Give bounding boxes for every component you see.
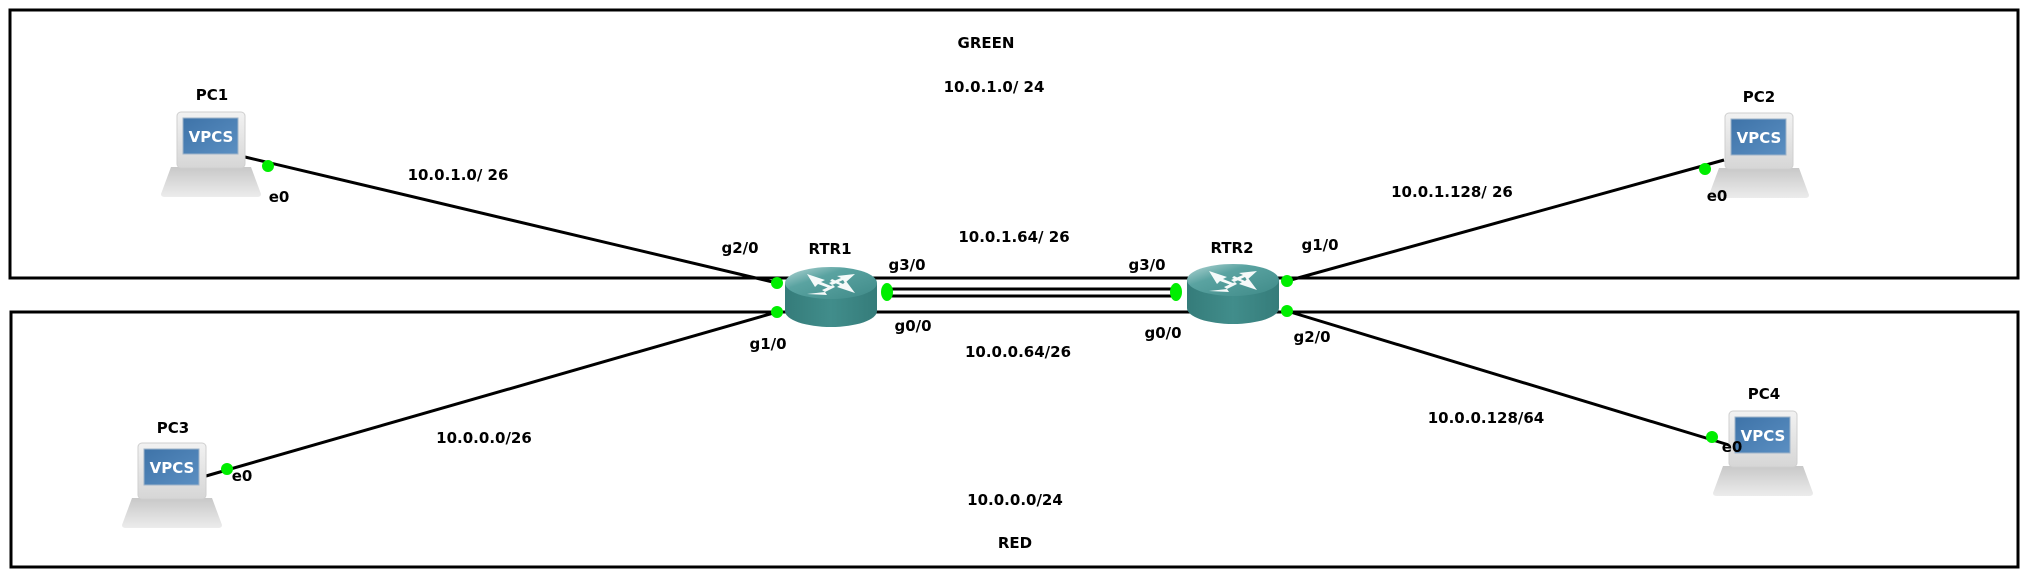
router-icon: [785, 267, 877, 327]
svg-text:VPCS: VPCS: [1737, 129, 1782, 147]
port-label: g2/0: [1293, 328, 1330, 346]
port-status-dot[interactable]: [1699, 163, 1711, 175]
link-subnet-label: 10.0.1.0/ 26: [408, 166, 509, 184]
zone-red[interactable]: [9, 310, 2020, 569]
node-label: RTR2: [1210, 239, 1253, 257]
link-rtr2-pc4[interactable]: [1286, 309, 1730, 447]
port-status-dot[interactable]: [771, 306, 783, 318]
port-label: g0/0: [1144, 324, 1181, 342]
port-status-dot[interactable]: [1281, 305, 1293, 317]
svg-text:VPCS: VPCS: [150, 459, 195, 477]
port-status-dot[interactable]: [771, 277, 783, 289]
node-pc1[interactable]: PC1 VPCS: [160, 86, 262, 198]
link-pc1-rtr1[interactable]: [244, 155, 778, 285]
node-label: RTR1: [808, 240, 851, 258]
node-pc2[interactable]: PC2 VPCS: [1708, 88, 1810, 199]
vpcs-icon: VPCS: [160, 111, 262, 198]
node-pc3[interactable]: PC3 VPCS: [121, 419, 223, 529]
link-subnet-label: 10.0.1.128/ 26: [1391, 183, 1513, 201]
zone-green[interactable]: [8, 8, 2020, 280]
node-rtr1[interactable]: RTR1: [785, 240, 877, 327]
link-pc3-rtr1[interactable]: [205, 310, 778, 478]
port-label: g2/0: [721, 239, 758, 257]
zone-name-label: GREEN: [958, 34, 1015, 52]
svg-text:VPCS: VPCS: [1741, 427, 1786, 445]
port-label: e0: [1707, 187, 1728, 205]
node-label: PC4: [1748, 385, 1780, 403]
port-label: g3/0: [888, 256, 925, 274]
port-status-dot[interactable]: [1281, 275, 1293, 287]
port-label: e0: [1722, 438, 1743, 456]
port-status-dot[interactable]: [1170, 283, 1182, 301]
zone-subnet-label: 10.0.1.0/ 24: [944, 78, 1045, 96]
port-status-dot[interactable]: [221, 463, 233, 475]
node-rtr2[interactable]: RTR2: [1187, 239, 1279, 324]
link-subnet-label: 10.0.0.64/26: [965, 343, 1071, 361]
node-label: PC1: [196, 86, 228, 104]
svg-text:VPCS: VPCS: [189, 128, 234, 146]
vpcs-icon: VPCS: [1708, 112, 1810, 199]
port-label: g1/0: [749, 335, 786, 353]
port-label: g3/0: [1128, 256, 1165, 274]
link-subnet-label: 10.0.1.64/ 26: [958, 228, 1069, 246]
link-rtr2-pc2[interactable]: [1286, 158, 1725, 283]
router-icon: [1187, 264, 1279, 324]
port-label: g1/0: [1301, 236, 1338, 254]
port-status-dot[interactable]: [262, 160, 274, 172]
vpcs-icon: VPCS: [1712, 410, 1814, 497]
port-label: e0: [269, 188, 290, 206]
node-pc4[interactable]: PC4 VPCS: [1712, 385, 1814, 497]
link-subnet-label: 10.0.0.0/26: [436, 429, 532, 447]
port-label: e0: [232, 467, 253, 485]
port-status-dot[interactable]: [1706, 431, 1718, 443]
node-label: PC3: [157, 419, 189, 437]
link-subnet-label: 10.0.0.128/64: [1428, 409, 1545, 427]
port-label: g0/0: [894, 317, 931, 335]
port-status-dot[interactable]: [881, 283, 893, 301]
node-label: PC2: [1743, 88, 1775, 106]
zone-subnet-label: 10.0.0.0/24: [967, 491, 1063, 509]
vpcs-icon: VPCS: [121, 442, 223, 529]
zone-name-label: RED: [998, 534, 1032, 552]
